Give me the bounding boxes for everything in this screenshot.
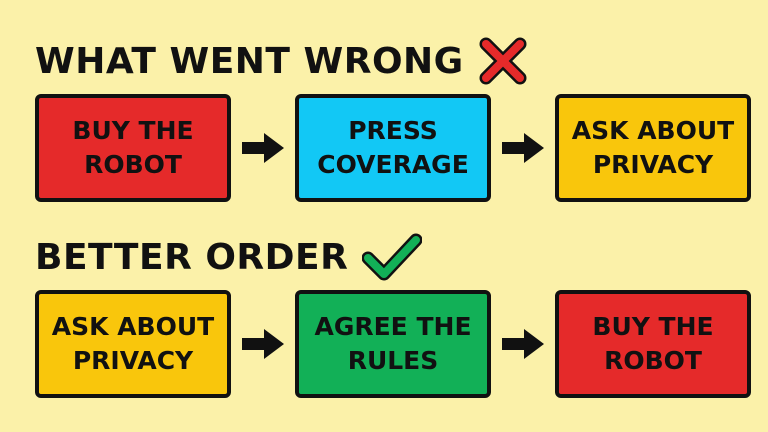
arrow-right-icon [491,131,555,165]
wrong-step-3-line-2: PRIVACY [592,150,714,179]
wrong-step-1-line-1: BUY THE [72,116,194,145]
wrong-step-1-line-2: ROBOT [84,150,182,179]
arrow-right-icon [491,327,555,361]
check-icon [362,232,423,282]
wrong-section-title: WHAT WENT WRONG [35,36,528,86]
arrow-right-icon [231,327,295,361]
better-step-3-line-1: BUY THE [592,312,714,341]
better-flow-row: ASK ABOUT PRIVACY AGREE THE RULES BUY TH… [35,290,751,398]
better-step-1: ASK ABOUT PRIVACY [35,290,231,398]
better-step-3-line-2: ROBOT [604,346,702,375]
better-step-2: AGREE THE RULES [295,290,491,398]
better-title-text: BETTER ORDER [35,236,349,278]
wrong-flow-row: BUY THE ROBOT PRESS COVERAGE ASK ABOUT P… [35,94,751,202]
wrong-step-3: ASK ABOUT PRIVACY [555,94,751,202]
better-step-2-line-1: AGREE THE [314,312,472,341]
better-step-3: BUY THE ROBOT [555,290,751,398]
wrong-step-3-line-1: ASK ABOUT [571,116,735,145]
better-step-1-line-1: ASK ABOUT [51,312,215,341]
wrong-step-2-line-1: PRESS [348,116,438,145]
arrow-right-icon [231,131,295,165]
wrong-step-2: PRESS COVERAGE [295,94,491,202]
cross-icon [478,36,528,86]
wrong-title-text: WHAT WENT WRONG [35,40,464,82]
better-step-1-line-2: PRIVACY [72,346,194,375]
better-section-title: BETTER ORDER [35,232,423,282]
better-step-2-line-2: RULES [347,346,439,375]
wrong-step-1: BUY THE ROBOT [35,94,231,202]
wrong-step-2-line-2: COVERAGE [317,150,469,179]
